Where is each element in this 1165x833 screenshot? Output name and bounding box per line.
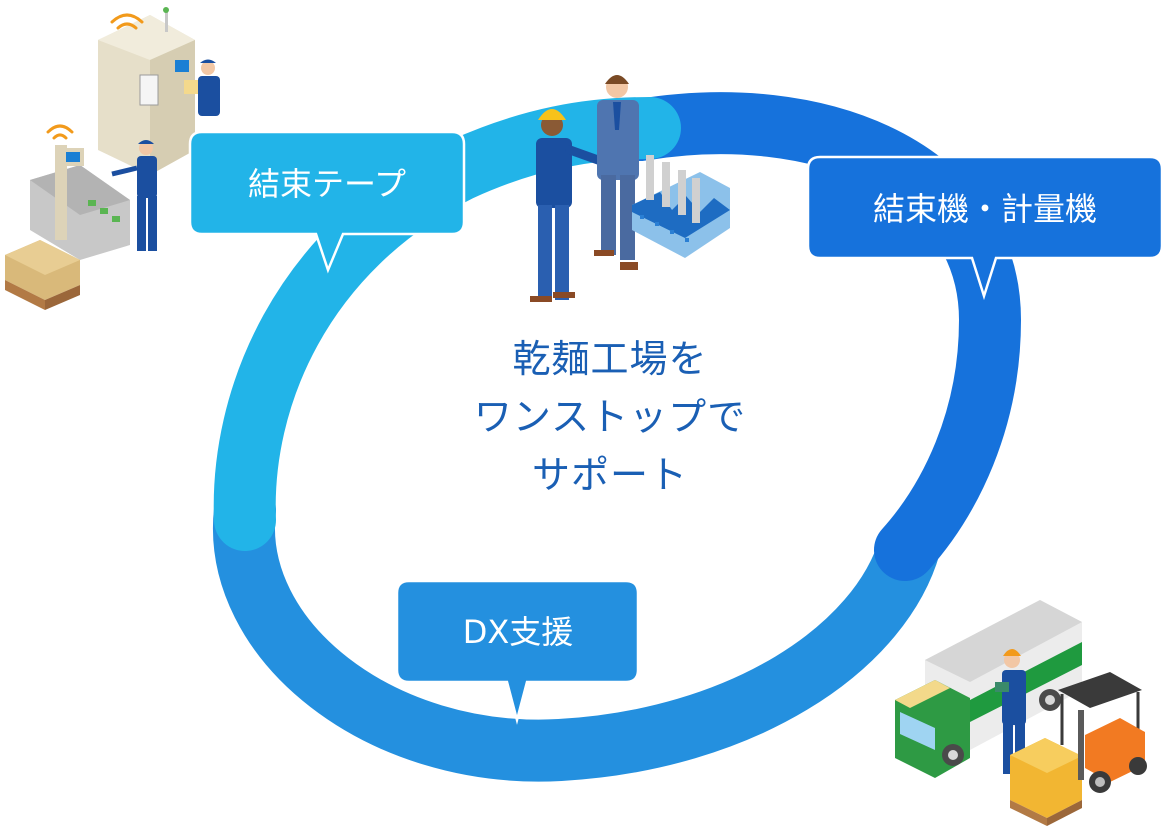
center-message: 乾麺工場を ワンストップで サポート	[440, 330, 780, 504]
logistics-illustration	[895, 600, 1147, 826]
ring-segment-dx	[213, 479, 941, 782]
worker-icon	[111, 140, 157, 251]
businessman-icon	[594, 75, 639, 270]
worker-icon	[995, 649, 1026, 774]
factory-line-illustration	[5, 7, 220, 310]
handshake-illustration	[530, 75, 730, 302]
bubble-label-tape: 結束テープ	[248, 165, 406, 203]
wifi-icon	[110, 13, 144, 30]
bubble-label-dx: DX支援	[463, 613, 574, 651]
center-line-3: サポート	[531, 453, 688, 497]
factory-icon	[632, 155, 730, 258]
signal-tower-icon	[165, 10, 168, 32]
bubble-dx: DX支援	[395, 579, 640, 725]
wifi-icon	[46, 124, 74, 140]
bubble-tape: 結束テープ	[188, 130, 466, 274]
hard-hat-icon	[1003, 649, 1021, 656]
worker-icon	[184, 59, 220, 116]
bubble-machines: 結束機・計量機	[806, 155, 1164, 301]
worker-icon	[530, 109, 603, 302]
hard-hat-icon	[538, 109, 566, 120]
center-line-1: 乾麺工場を	[512, 337, 708, 381]
center-line-2: ワンストップで	[473, 395, 747, 439]
bubble-label-machines: 結束機・計量機	[873, 190, 1097, 228]
forklift-icon	[1058, 672, 1147, 793]
